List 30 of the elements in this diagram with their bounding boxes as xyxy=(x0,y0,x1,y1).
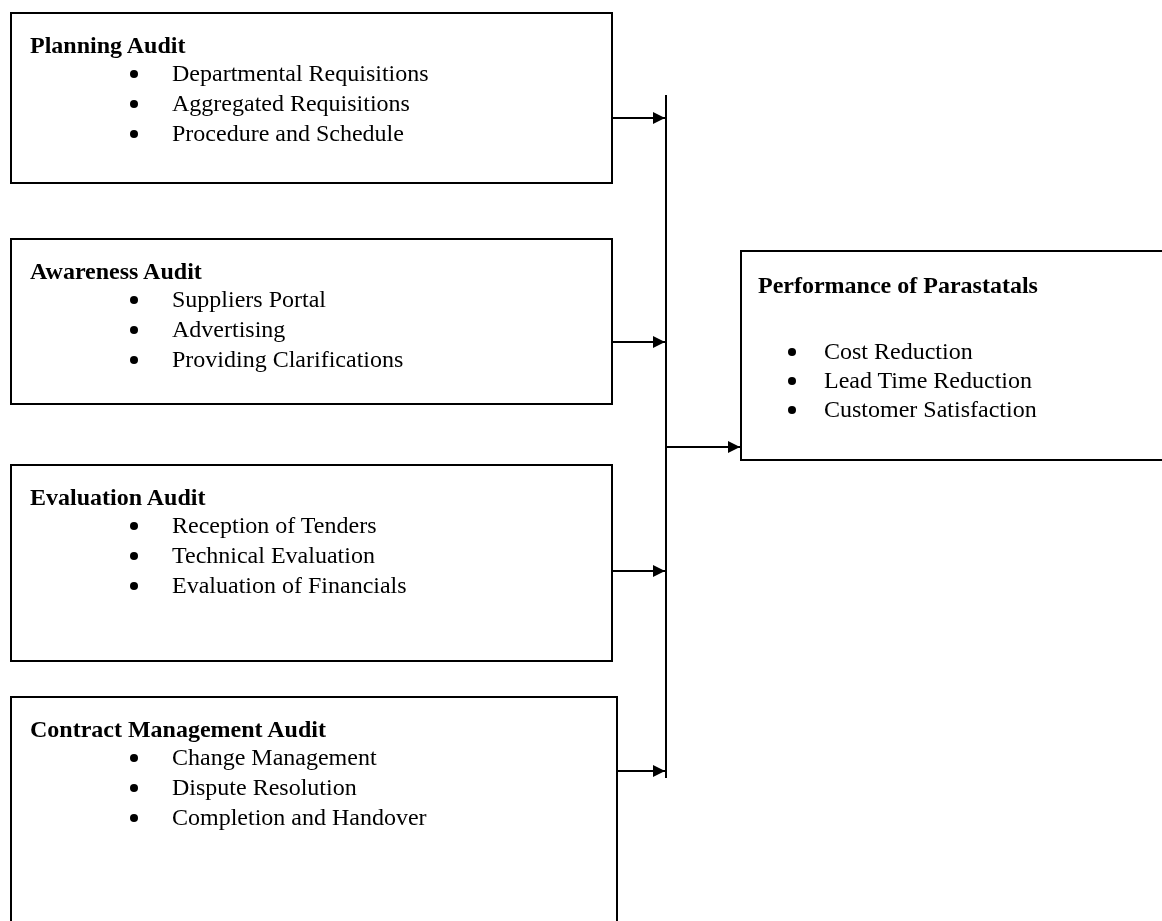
list-item: Reception of Tenders xyxy=(172,511,377,540)
list-item: Aggregated Requisitions xyxy=(172,89,410,118)
list-item: Completion and Handover xyxy=(172,803,427,832)
list-item: Change Management xyxy=(172,743,377,772)
box-heading: Performance of Parastatals xyxy=(758,271,1038,300)
process-box xyxy=(10,12,613,184)
list-item: Advertising xyxy=(172,315,286,344)
arrow xyxy=(617,765,666,777)
list-item: Departmental Requisitions xyxy=(172,59,429,88)
process-box xyxy=(10,696,618,921)
box-heading: Planning Audit xyxy=(30,31,186,60)
box-heading: Contract Management Audit xyxy=(30,715,326,744)
list-item: Evaluation of Financials xyxy=(172,571,407,600)
list-item: Cost Reduction xyxy=(824,337,973,366)
arrow xyxy=(666,441,741,453)
list-item: Technical Evaluation xyxy=(172,541,375,570)
process-box xyxy=(740,250,1162,461)
list-item: Dispute Resolution xyxy=(172,773,357,802)
arrow xyxy=(612,112,666,124)
box-heading: Awareness Audit xyxy=(30,257,202,286)
list-item: Procedure and Schedule xyxy=(172,119,404,148)
list-item: Suppliers Portal xyxy=(172,285,326,314)
list-item: Lead Time Reduction xyxy=(824,366,1032,395)
list-item: Customer Satisfaction xyxy=(824,395,1037,424)
process-box xyxy=(10,464,613,662)
process-box xyxy=(10,238,613,405)
list-item: Providing Clarifications xyxy=(172,345,404,374)
arrow xyxy=(612,336,666,348)
box-heading: Evaluation Audit xyxy=(30,483,206,512)
arrow xyxy=(612,565,666,577)
